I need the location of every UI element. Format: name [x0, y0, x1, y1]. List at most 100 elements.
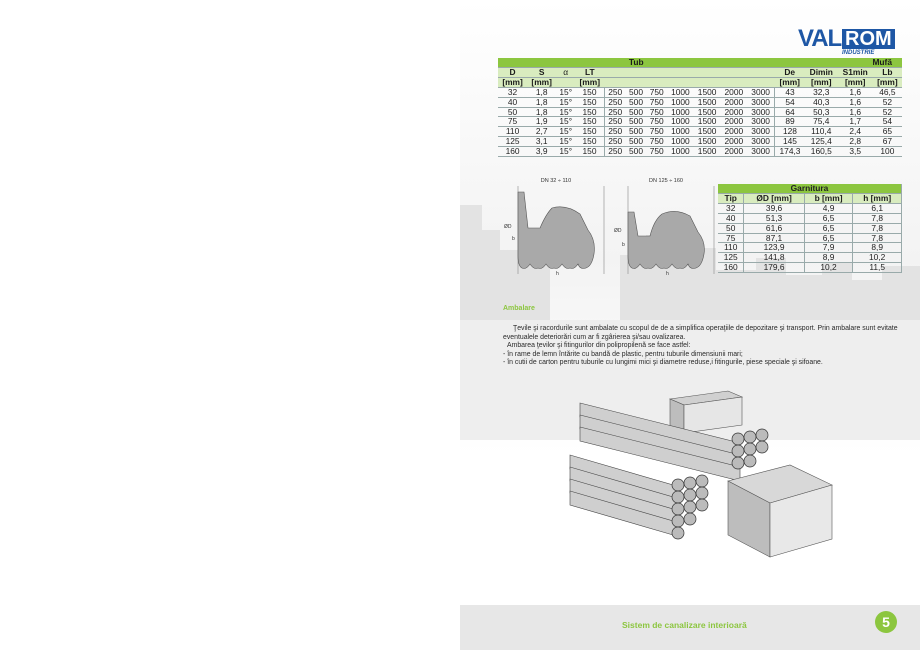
label-b-large: b	[622, 242, 625, 248]
tub-cell: 2,7	[527, 126, 557, 138]
valrom-logo: VAL ROM INDUSTRIE	[798, 23, 898, 56]
tub-cell: 160	[498, 146, 528, 158]
tub-cell: 50	[498, 107, 528, 118]
garnitura-cell: 50	[718, 223, 745, 234]
tub-cell: 250	[604, 126, 626, 138]
gasket-drawing-large: DN 125 ÷ 160 b ØD h	[610, 178, 722, 278]
tub-cell: 89	[774, 116, 805, 128]
tub-cell: 52	[872, 107, 902, 118]
tub-cell: 750	[646, 126, 668, 138]
tub-cell: 15°	[556, 107, 576, 118]
tub-cell: 54	[774, 97, 805, 108]
unit-de: [mm]	[774, 77, 805, 88]
label-od-small: ØD	[504, 224, 512, 230]
garnitura-cell: 32	[718, 203, 745, 214]
unit-lt: [mm]	[575, 77, 605, 88]
col-alpha: α	[556, 67, 576, 78]
garnitura-cell: 125	[718, 252, 745, 264]
tub-cell: 1500	[693, 126, 721, 138]
garnitura-cell: 6,5	[804, 213, 854, 224]
tub-cell: 15°	[556, 97, 576, 108]
garnitura-header-row: Tip ØD [mm] b [mm] h [mm]	[718, 193, 902, 204]
tub-cell: 1,8	[527, 97, 557, 108]
tub-cell: 1,7	[837, 116, 873, 128]
tub-cell: 250	[604, 107, 626, 118]
tub-col-header-row: D S α LT De Dimin S1min Lb	[498, 67, 902, 78]
tub-cell: 250	[604, 87, 626, 98]
garnitura-cell: 7,9	[804, 242, 854, 254]
tub-cell: 250	[604, 116, 626, 128]
tub-cell: 1,6	[837, 107, 873, 118]
tub-cell: 150	[575, 126, 605, 138]
tub-cell: 128	[774, 126, 805, 138]
label-b-small: b	[512, 236, 515, 242]
tub-cell: 50,3	[804, 107, 838, 118]
tub-cell: 2000	[720, 87, 748, 98]
tub-cell: 40	[498, 97, 528, 108]
garnitura-title: Garnitura	[718, 183, 902, 194]
garnitura-cell: 40	[718, 213, 745, 224]
tub-cell: 2,4	[837, 126, 873, 138]
tub-cell: 1000	[667, 136, 694, 148]
tub-cell: 500	[625, 136, 647, 148]
tub-cell: 150	[575, 136, 605, 148]
tub-cell: 65	[872, 126, 902, 138]
tub-cell: 1500	[693, 116, 721, 128]
garnitura-cell: 141,8	[743, 252, 805, 264]
tub-cell: 150	[575, 87, 605, 98]
tub-cell: 2000	[720, 107, 748, 118]
tub-cell: 750	[646, 97, 668, 108]
col-lt: LT	[575, 67, 605, 78]
garnitura-cell: 75	[718, 233, 745, 244]
tub-cell: 125	[498, 136, 528, 148]
tub-cell: 2,8	[837, 136, 873, 148]
tub-cell: 100	[872, 146, 902, 158]
garnitura-cell: 39,6	[743, 203, 805, 214]
garnitura-cell: 61,6	[743, 223, 805, 234]
tub-cell: 174,3	[774, 146, 805, 158]
garnitura-cell: 4,9	[804, 203, 854, 214]
ambalare-bullet-1: - în rame de lemn întărite cu bandă de p…	[503, 350, 743, 358]
unit-s: [mm]	[527, 77, 557, 88]
tub-cell: 3000	[747, 97, 776, 108]
col-lb: Lb	[872, 67, 902, 78]
garnitura-cell: 7,8	[852, 223, 902, 234]
footer-bar	[460, 605, 920, 650]
tub-cell: 3,9	[527, 146, 557, 158]
garnitura-title-row: Garnitura	[718, 183, 902, 194]
gasket-drawing-small: DN 32 ÷ 110 b ØD h	[500, 178, 612, 278]
garnitura-cell: 123,9	[743, 242, 805, 254]
blank-left-page	[0, 0, 460, 650]
tub-cell: 500	[625, 146, 647, 158]
tub-cell: 3000	[747, 126, 776, 138]
tub-cell: 1,9	[527, 116, 557, 128]
tub-cell: 160,5	[804, 146, 838, 158]
tub-cell: 75	[498, 116, 528, 128]
tub-cell: 2000	[720, 97, 748, 108]
col-s: S	[527, 67, 557, 78]
ambalare-paragraph-2: Ambarea ţevilor şi fitingurilor din poli…	[507, 342, 691, 350]
tub-cell: 1,6	[837, 97, 873, 108]
tub-cell: 1,6	[837, 87, 873, 98]
col-de: De	[774, 67, 805, 78]
garn-col-tip: Tip	[718, 193, 745, 204]
tub-cell: 54	[872, 116, 902, 128]
tub-cell: 3,5	[837, 146, 873, 158]
page-number-badge: 5	[875, 611, 897, 633]
tub-cell: 750	[646, 136, 668, 148]
tub-cell: 1500	[693, 107, 721, 118]
garnitura-cell: 8,9	[852, 242, 902, 254]
tub-cell: 46,5	[872, 87, 902, 98]
tub-cell: 1500	[693, 87, 721, 98]
tub-cell: 15°	[556, 136, 576, 148]
tub-cell: 110	[498, 126, 528, 138]
garnitura-cell: 10,2	[804, 262, 854, 274]
tub-cell: 1500	[693, 136, 721, 148]
garn-col-h: h [mm]	[852, 193, 902, 204]
